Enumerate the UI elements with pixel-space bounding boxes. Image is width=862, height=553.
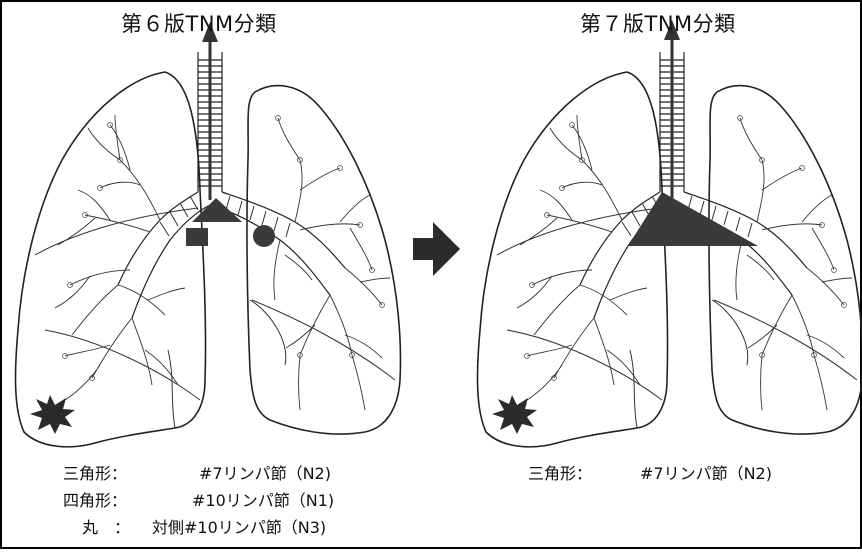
tumor-burst-icon [30, 395, 75, 434]
legend-row-circle: 丸 ： 対側#10リンパ節（N3) [0, 514, 420, 536]
circle-marker-n3 [253, 225, 275, 247]
legend-shape-label: 四角形： [63, 487, 127, 511]
legend-row-square: 四角形： #10リンパ節（N1) [0, 487, 420, 509]
right-lungs-illustration [478, 52, 862, 447]
left-panel [16, 22, 401, 447]
legend-shape-label: 丸 ： [82, 514, 130, 538]
triangle-marker-n2 [192, 198, 242, 222]
legend-node-label: #10リンパ節（N1) [192, 487, 334, 511]
right-panel-title: 第７版TNM分類 [580, 8, 736, 38]
arrow-right-icon [413, 222, 460, 276]
square-marker-n1 [186, 228, 208, 246]
legend-node-label: 対側#10リンパ節（N3) [152, 514, 326, 538]
left-panel-title: 第６版TNM分類 [121, 8, 277, 38]
left-lungs-illustration [16, 52, 401, 447]
legend-row-triangle: 三角形： #7リンパ節（N2) [0, 460, 862, 482]
arrow-up-icon [664, 20, 680, 200]
legend-shape-label: 三角形： [528, 460, 592, 484]
right-panel [478, 20, 862, 447]
legend-node-label: #7リンパ節（N2) [640, 460, 772, 484]
arrow-up-icon [202, 22, 218, 200]
tumor-burst-icon [492, 395, 537, 434]
